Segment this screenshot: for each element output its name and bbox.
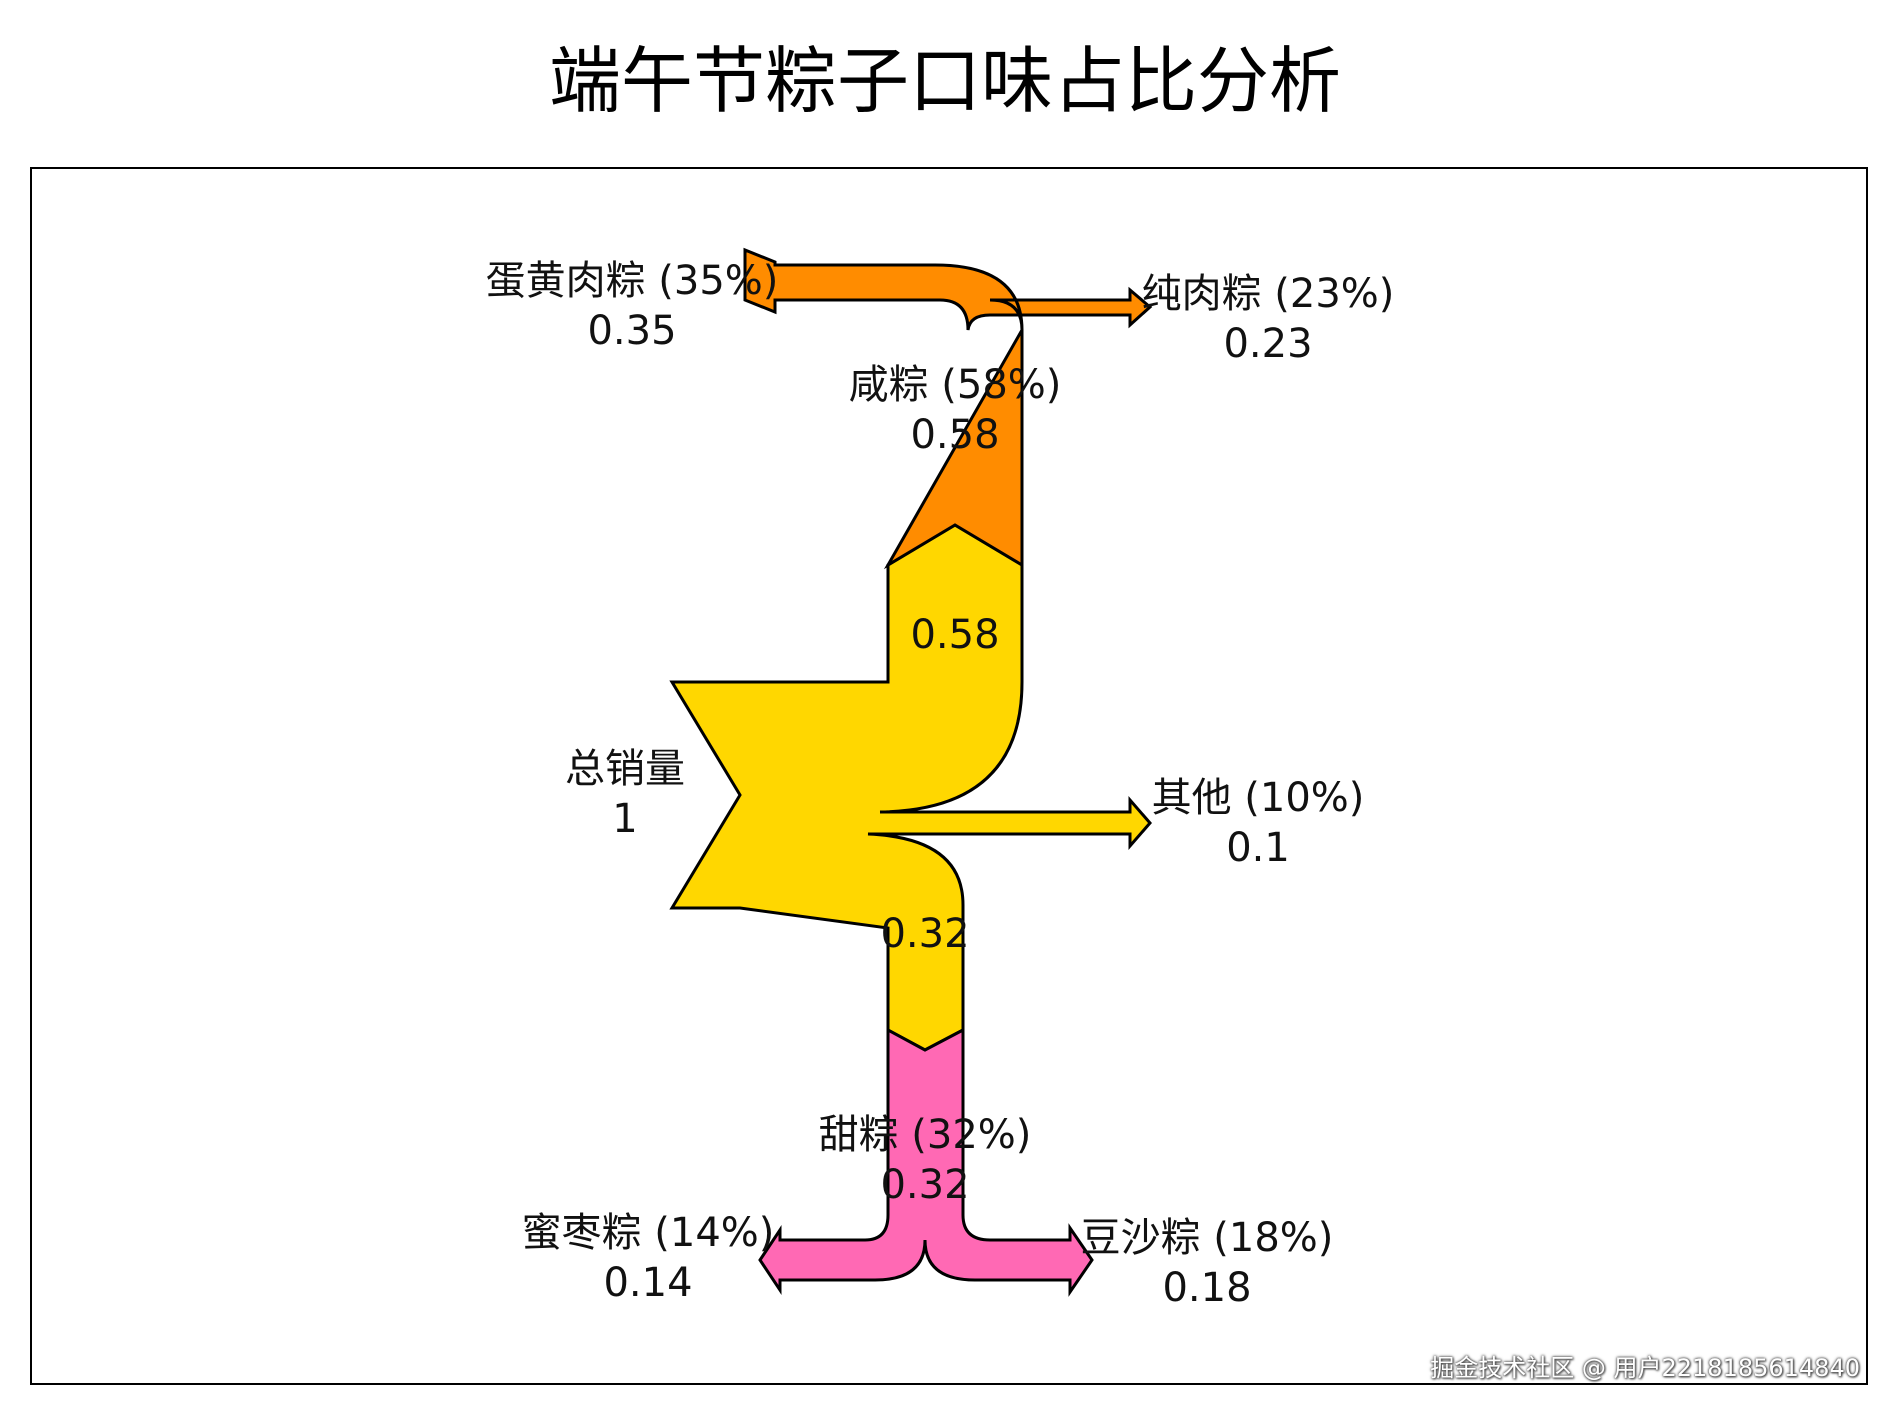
flow-label-total-sweet: 0.32 xyxy=(880,911,969,957)
flow-total xyxy=(669,523,1152,1052)
node-value-egg-meat: 0.35 xyxy=(587,308,676,354)
node-value-total: 1 xyxy=(612,796,637,842)
node-value-salty: 0.58 xyxy=(910,412,999,458)
node-label-other: 其他 (10%) xyxy=(1152,775,1365,821)
flow-sweet xyxy=(758,1027,1094,1297)
node-value-bean: 0.18 xyxy=(1162,1265,1251,1311)
node-value-other: 0.1 xyxy=(1226,825,1290,871)
node-label-egg-meat: 蛋黄肉粽 (35%) xyxy=(486,258,779,304)
flow-salty xyxy=(743,247,1153,570)
node-value-pure-meat: 0.23 xyxy=(1223,321,1312,367)
plot-frame xyxy=(30,167,1868,1385)
node-label-total: 总销量 xyxy=(565,746,685,792)
node-label-sweet: 甜粽 (32%) xyxy=(819,1112,1032,1158)
node-label-pure-meat: 纯肉粽 (23%) xyxy=(1142,271,1395,317)
watermark: 掘金技术社区 @ 用户2218185614840 xyxy=(1430,1354,1860,1382)
node-value-sweet: 0.32 xyxy=(880,1162,969,1208)
node-label-date: 蜜枣粽 (14%) xyxy=(522,1210,775,1256)
flow-label-total-salty: 0.58 xyxy=(910,612,999,658)
node-label-bean: 豆沙粽 (18%) xyxy=(1081,1215,1334,1261)
chart-title: 端午节粽子口味占比分析 xyxy=(548,39,1341,123)
node-value-date: 0.14 xyxy=(603,1260,692,1306)
node-label-salty: 咸粽 (58%) xyxy=(849,362,1062,408)
